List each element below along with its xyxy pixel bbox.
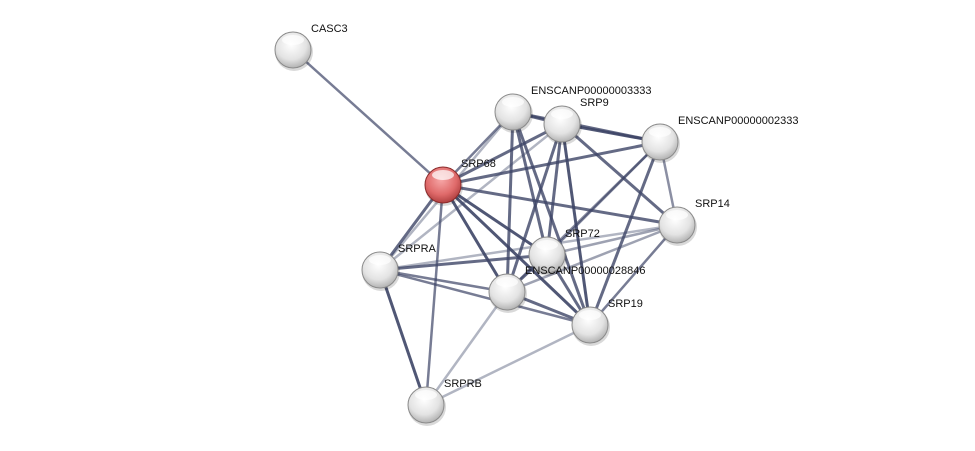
edge-srpra-srp19[interactable]: [379, 268, 591, 327]
edge-srp68-srp14[interactable]: [442, 183, 678, 227]
node-srpra[interactable]: SRPRA: [361, 243, 437, 291]
node-highlight: [649, 127, 671, 137]
node-highlight: [551, 109, 573, 119]
node-label[interactable]: ENSCANP00000002333: [678, 115, 798, 127]
node-label[interactable]: SRPRB: [444, 378, 482, 390]
node-highlight: [666, 210, 688, 220]
node-label[interactable]: CASC3: [311, 23, 348, 35]
edge-e3333-e28846[interactable]: [505, 111, 515, 293]
edge-srp68-e28846[interactable]: [441, 184, 509, 293]
node-label[interactable]: SRP14: [695, 198, 730, 210]
node-highlight: [536, 240, 558, 250]
edge-e2333-srp19[interactable]: [588, 141, 662, 326]
node-highlight: [432, 170, 454, 180]
node-label[interactable]: SRP68: [461, 158, 496, 170]
edges-layer: [292, 49, 679, 407]
node-highlight: [502, 97, 524, 107]
node-label[interactable]: SRP72: [565, 228, 600, 240]
node-label[interactable]: SRP19: [608, 298, 643, 310]
node-srp72[interactable]: SRP72: [528, 228, 600, 276]
node-label[interactable]: ENSCANP00000028846: [525, 265, 645, 277]
edge-srp14-e28846[interactable]: [506, 223, 678, 294]
node-srp14[interactable]: SRP14: [658, 198, 730, 246]
node-highlight: [415, 390, 437, 400]
node-srp19[interactable]: SRP19: [571, 298, 643, 346]
edge-srp14-srpra[interactable]: [379, 223, 678, 272]
node-srp9[interactable]: SRP9: [543, 97, 609, 145]
node-highlight: [369, 255, 391, 265]
edge-srp72-srpra[interactable]: [379, 253, 548, 272]
node-e28846[interactable]: ENSCANP00000028846: [488, 265, 645, 313]
node-e3333[interactable]: ENSCANP00000003333: [494, 85, 651, 133]
edge-e28846-srprb[interactable]: [424, 291, 509, 406]
node-highlight: [496, 277, 518, 287]
edge-casc3-srp68[interactable]: [292, 49, 444, 186]
edge-srp9-srpra[interactable]: [379, 123, 563, 271]
edge-srpra-e28846[interactable]: [379, 268, 508, 294]
edge-srp19-srprb[interactable]: [425, 323, 591, 407]
edge-srp14-srp72[interactable]: [546, 223, 678, 257]
node-e2333[interactable]: ENSCANP00000002333: [641, 115, 798, 163]
edge-srpra-srprb[interactable]: [378, 269, 428, 406]
node-highlight: [579, 310, 601, 320]
edge-srp68-srp19[interactable]: [441, 183, 592, 327]
node-label[interactable]: SRP9: [580, 97, 609, 109]
node-label[interactable]: SRPRA: [398, 243, 437, 255]
edge-srp14-srp19[interactable]: [589, 224, 678, 326]
nodes-layer: CASC3ENSCANP00000003333SRP9ENSCANP000000…: [274, 23, 798, 426]
edge-srp9-srp14[interactable]: [561, 122, 678, 227]
edge-srp68-srprb[interactable]: [424, 184, 445, 406]
edge-srp68-e2333[interactable]: [442, 140, 661, 187]
node-srprb[interactable]: SRPRB: [407, 378, 482, 426]
node-srp68[interactable]: SRP68: [424, 158, 496, 206]
node-casc3[interactable]: CASC3: [274, 23, 348, 71]
node-label[interactable]: ENSCANP00000003333: [531, 85, 651, 97]
edge-srp68-srp9[interactable]: [442, 122, 563, 187]
edge-srp9-e28846[interactable]: [505, 123, 564, 293]
edge-srp68-srp72[interactable]: [442, 183, 548, 257]
edge-srp9-srp72[interactable]: [545, 123, 564, 256]
edge-e3333-srp72[interactable]: [511, 111, 549, 256]
node-highlight: [282, 35, 304, 45]
